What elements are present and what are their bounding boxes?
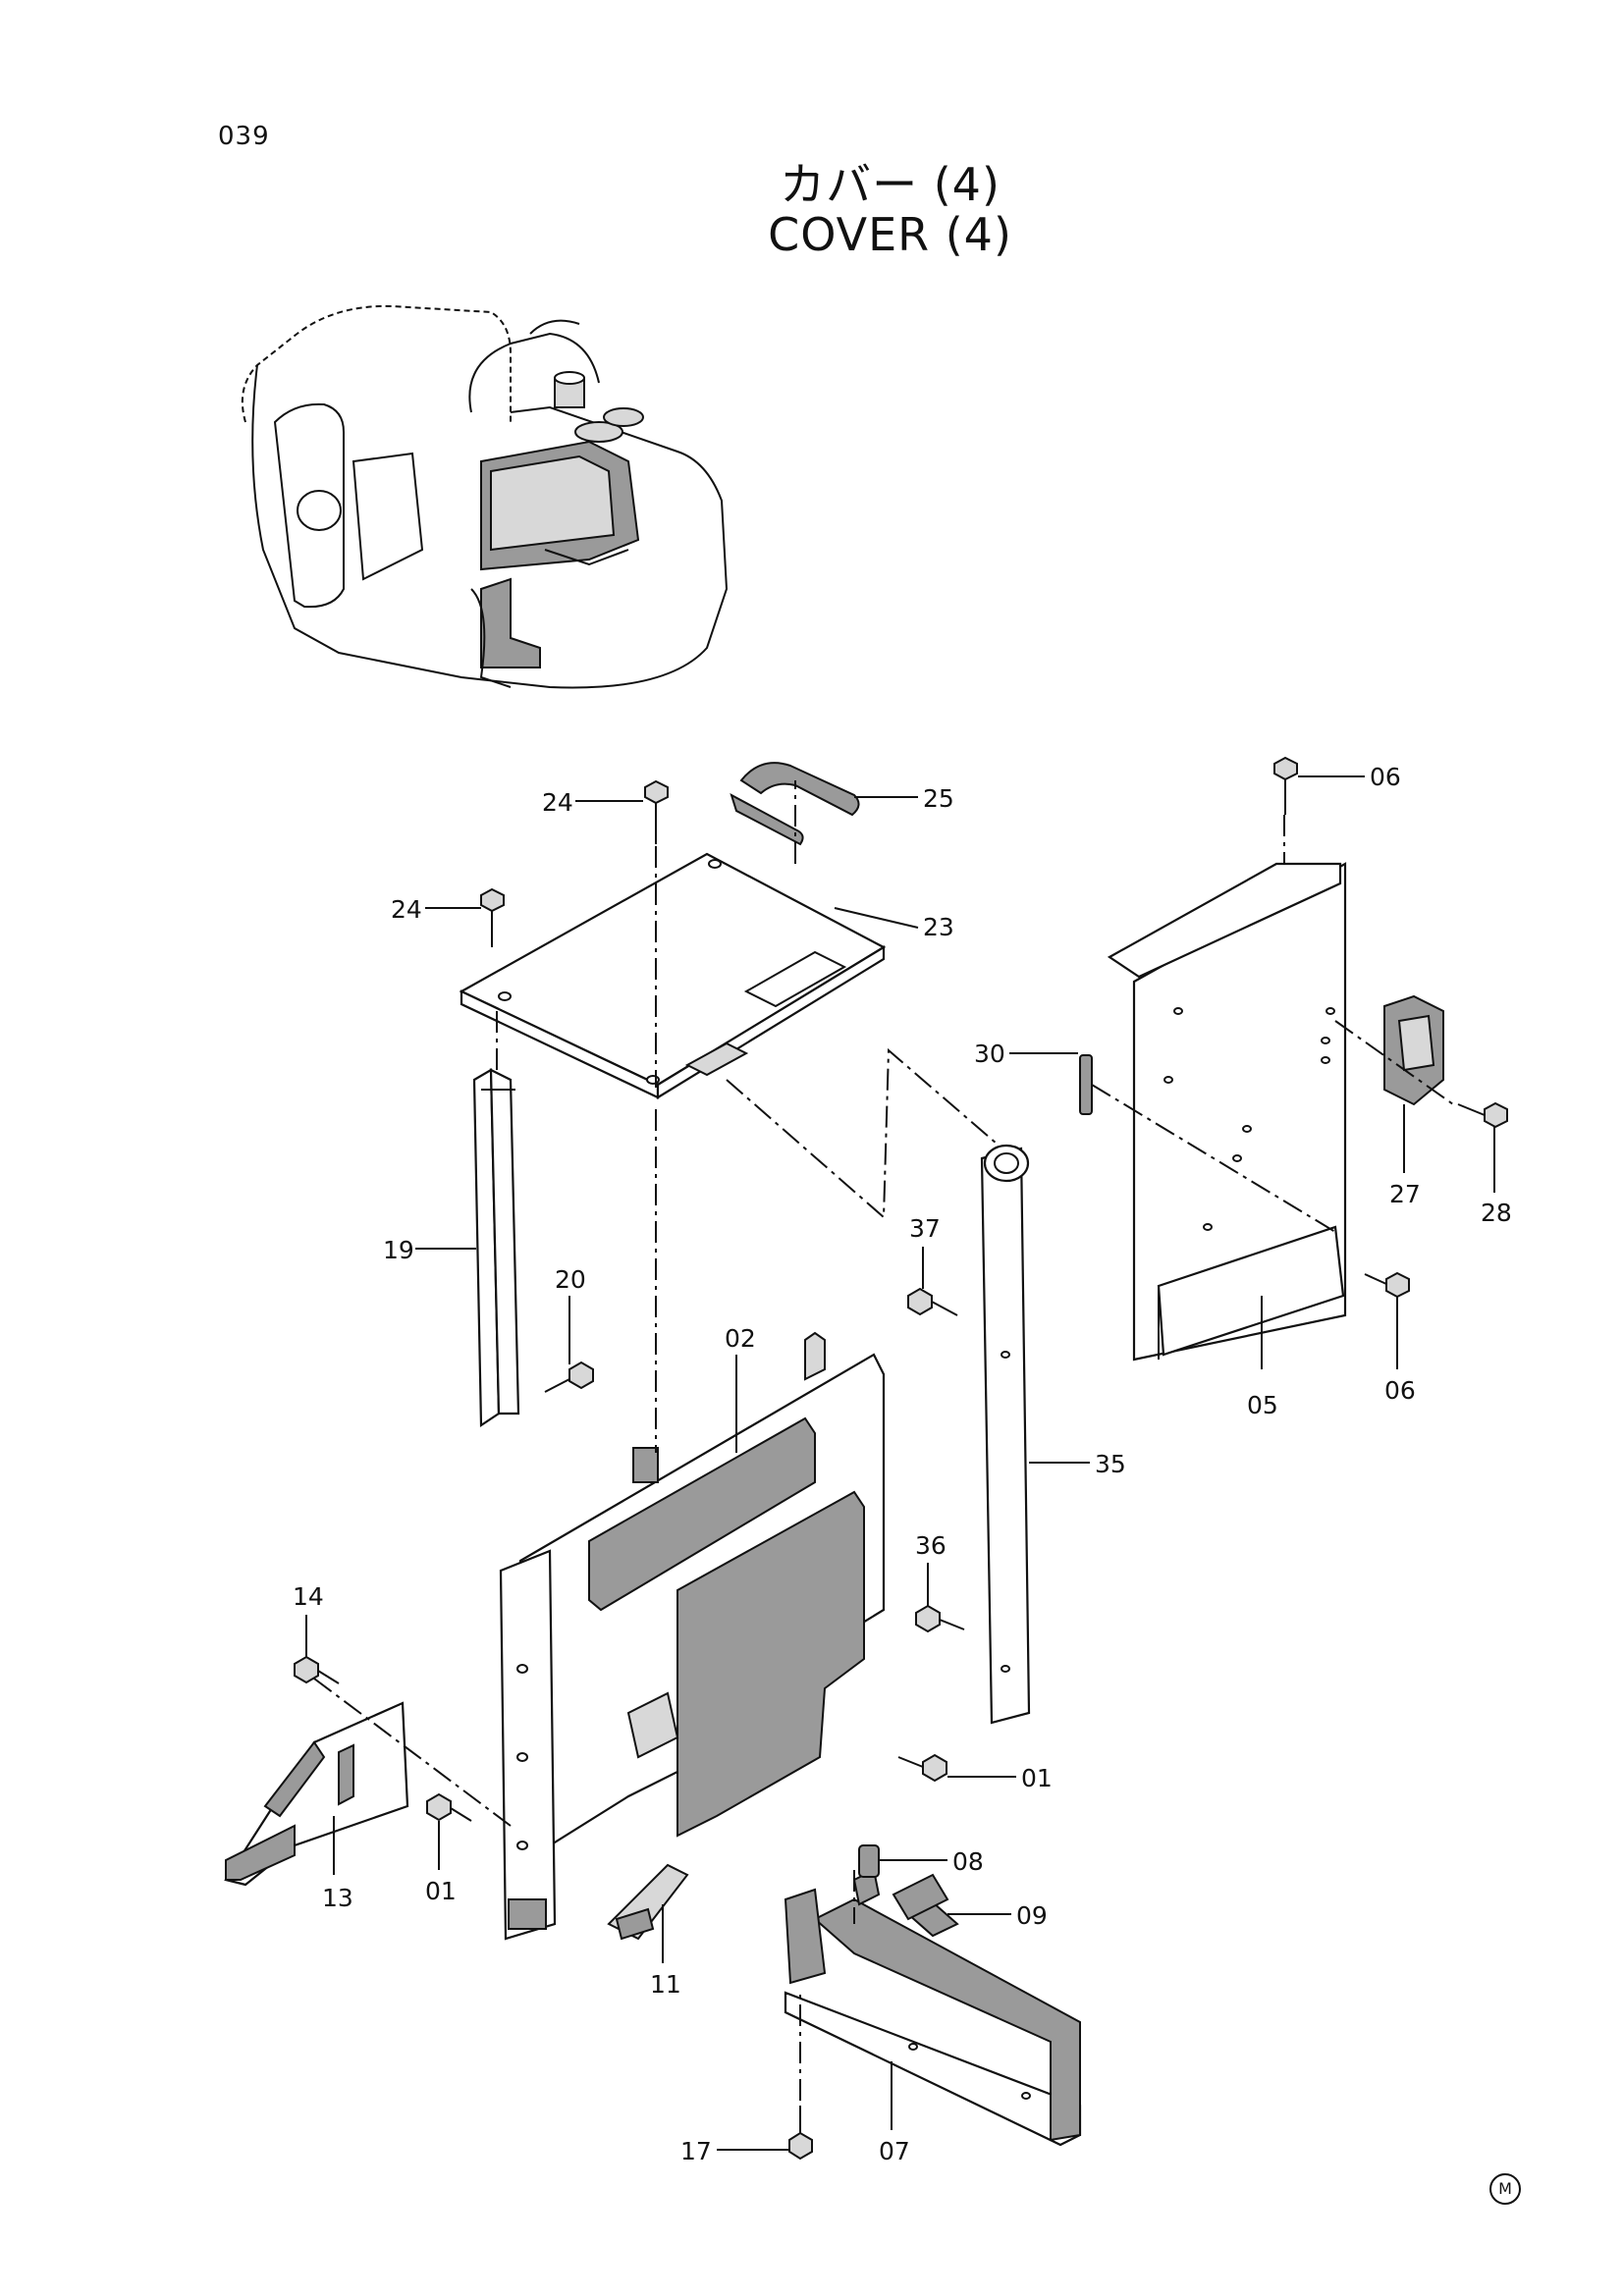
callout-05: 05 <box>1247 1391 1278 1419</box>
machine-overview-sketch <box>241 304 729 689</box>
part-27-clip <box>1383 994 1444 1106</box>
callout-labels: 24 25 24 23 06 30 27 28 19 20 02 37 35 0… <box>293 763 1512 2165</box>
callout-37: 37 <box>909 1214 941 1243</box>
callout-06b: 06 <box>1384 1376 1416 1405</box>
callout-24b: 24 <box>391 895 422 924</box>
assembly-centerlines <box>313 780 1454 2101</box>
callout-13: 13 <box>322 1884 353 1912</box>
part-19-strip <box>472 1068 520 1428</box>
callout-19: 19 <box>383 1236 414 1264</box>
part-11-clip <box>607 1863 689 1941</box>
bolt-28 <box>1457 1101 1508 1129</box>
title-japanese: カバー (4) <box>780 158 1001 211</box>
bolt-06-lower <box>1364 1271 1410 1299</box>
callout-14: 14 <box>293 1582 324 1611</box>
part-07-bottom-bracket <box>784 1844 1082 2147</box>
callout-20: 20 <box>555 1265 586 1294</box>
callout-30: 30 <box>974 1040 1005 1068</box>
callout-24a: 24 <box>542 788 573 817</box>
bolts-middle <box>294 1287 965 1822</box>
callout-08: 08 <box>952 1847 984 1876</box>
part-35-arm <box>980 1144 1031 1725</box>
callout-01a: 01 <box>1021 1764 1053 1792</box>
callout-25: 25 <box>923 784 954 813</box>
part-13-bracket <box>224 1701 409 1887</box>
callout-01b: 01 <box>425 1877 457 1905</box>
callout-17: 17 <box>680 2137 712 2165</box>
callout-09: 09 <box>1016 1901 1048 1930</box>
bolt-17 <box>788 2106 813 2161</box>
part-23-cover-plate <box>459 852 887 1099</box>
page-number: 039 <box>218 122 270 151</box>
leader-lines <box>305 775 1495 2151</box>
callout-27: 27 <box>1389 1180 1421 1208</box>
callout-02: 02 <box>725 1324 756 1353</box>
callout-06a: 06 <box>1370 763 1401 791</box>
bolts-top <box>480 756 1298 947</box>
part-25-u-seal <box>730 762 860 846</box>
part-02-main-bracket <box>499 1331 886 1941</box>
callout-36: 36 <box>915 1531 947 1560</box>
callout-07: 07 <box>879 2137 910 2165</box>
corner-mark: M <box>1489 2173 1521 2205</box>
callout-28: 28 <box>1481 1199 1512 1227</box>
bolt-20 <box>544 1361 594 1393</box>
callout-23: 23 <box>923 913 954 941</box>
part-05-side-bracket <box>1107 862 1347 1362</box>
callout-11: 11 <box>650 1970 681 1999</box>
callout-35: 35 <box>1095 1450 1126 1478</box>
title-english: COVER (4) <box>768 208 1012 261</box>
part-30-seal <box>1079 1054 1093 1115</box>
